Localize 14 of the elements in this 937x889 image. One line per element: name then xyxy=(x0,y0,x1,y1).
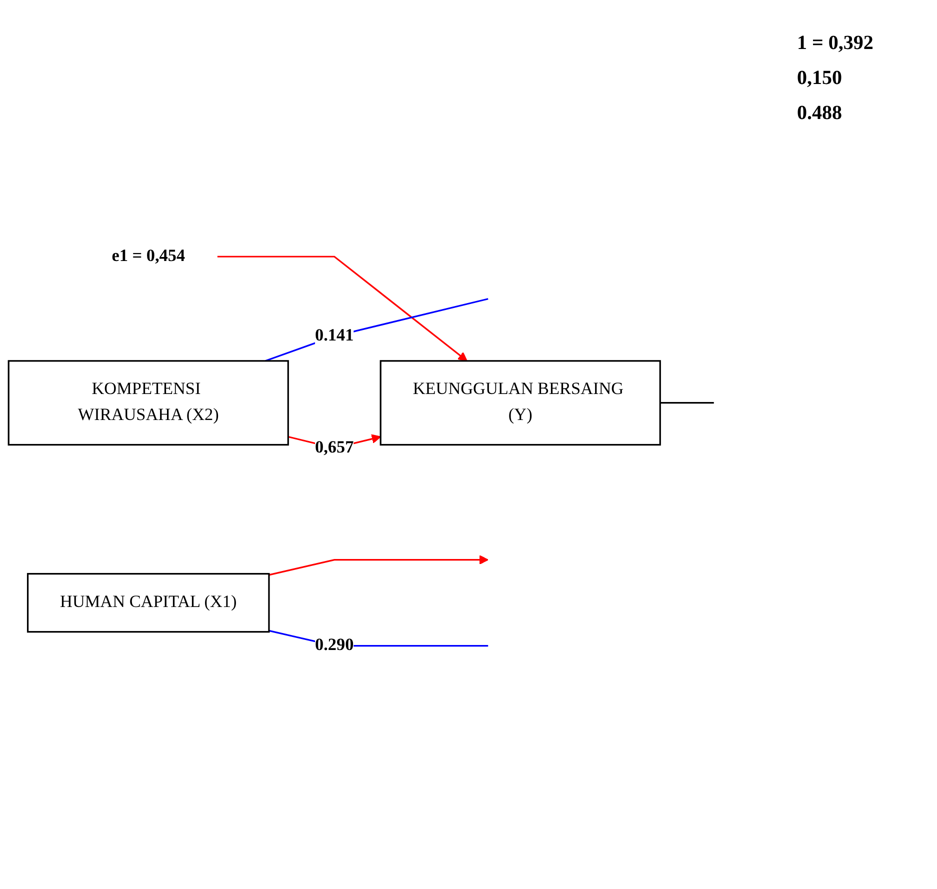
edge-label: 0,657 xyxy=(315,438,354,456)
node-box: KOMPETENSI WIRAUSAHA (X2) xyxy=(8,360,289,446)
edge-label: 0.141 xyxy=(315,326,354,345)
node-box: KEUNGGULAN BERSAING (Y) xyxy=(380,360,661,446)
path-coefficient: 0.488 xyxy=(797,102,843,125)
path-coefficient: 1 = 0,392 xyxy=(797,32,874,55)
path-coefficient: 0,150 xyxy=(797,67,843,90)
connector xyxy=(265,298,488,362)
node-box: HUMAN CAPITAL (X1) xyxy=(26,572,270,632)
edge-label: 0.290 xyxy=(315,636,354,654)
arrow xyxy=(217,256,468,362)
node-text: e1 = 0,454 xyxy=(112,246,186,265)
arrow xyxy=(268,554,489,576)
connector xyxy=(660,402,714,404)
